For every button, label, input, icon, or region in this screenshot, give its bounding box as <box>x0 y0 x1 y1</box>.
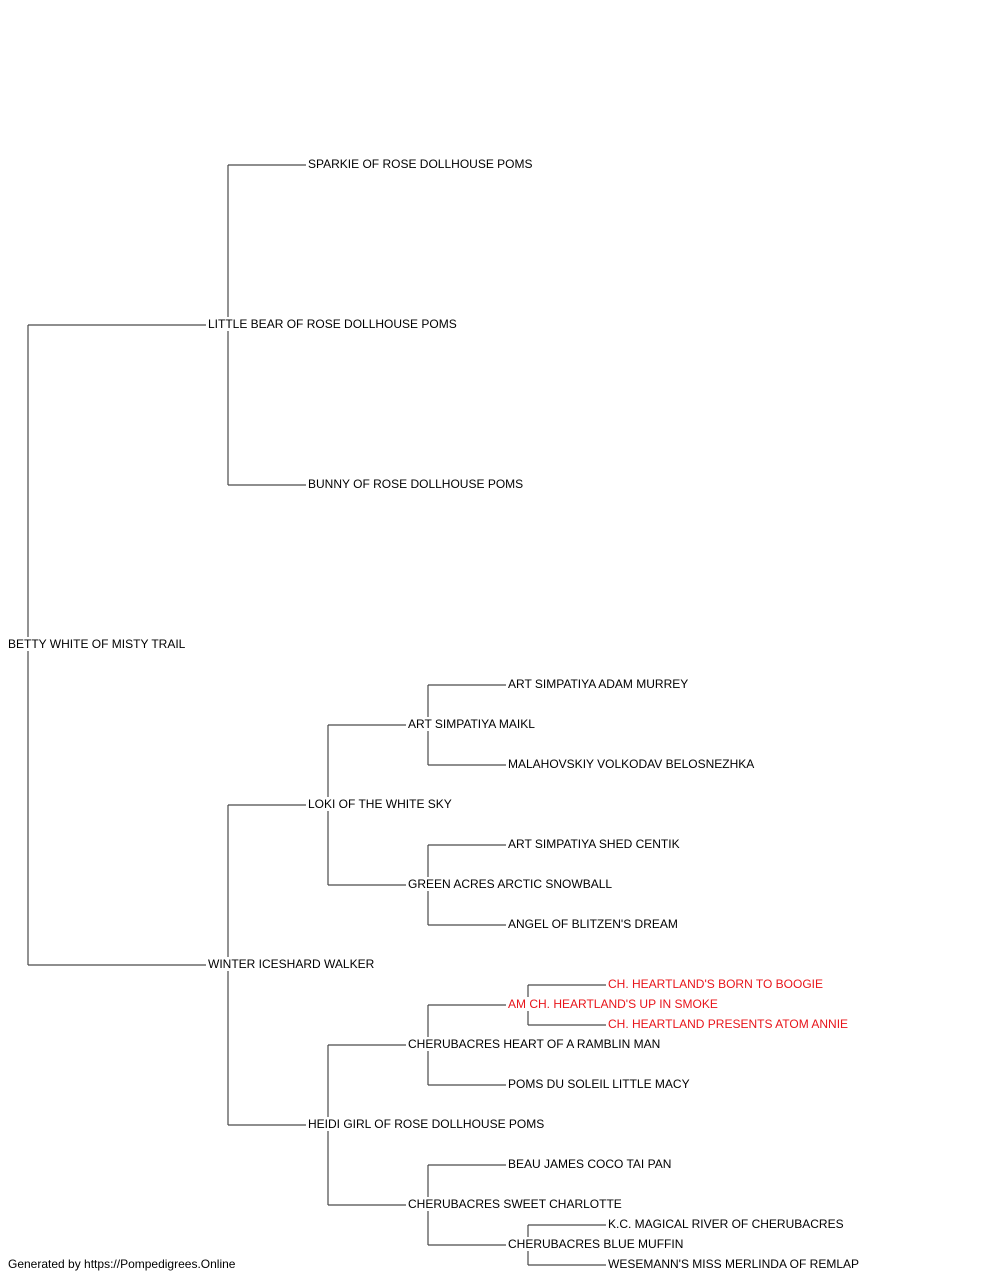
dam-dam-dam-dam-dam-name: WESEMANN'S MISS MERLINDA OF REMLAP <box>608 1257 859 1271</box>
dam-sire-dam-name: GREEN ACRES ARCTIC SNOWBALL <box>408 877 613 891</box>
sire-dam-name: BUNNY OF ROSE DOLLHOUSE POMS <box>308 477 524 491</box>
sire-name: LITTLE BEAR OF ROSE DOLLHOUSE POMS <box>208 317 457 331</box>
dam-dam-sire-name: CHERUBACRES HEART OF A RAMBLIN MAN <box>408 1037 661 1051</box>
dam-dam-dam-dam-sire-name: K.C. MAGICAL RIVER OF CHERUBACRES <box>608 1217 844 1231</box>
dam-dam-sire-dam-name: POMS DU SOLEIL LITTLE MACY <box>508 1077 690 1091</box>
dam-dam-sire-sire-dam-name: CH. HEARTLAND PRESENTS ATOM ANNIE <box>608 1017 849 1031</box>
dam-sire-name: LOKI OF THE WHITE SKY <box>308 797 452 811</box>
subject-name: BETTY WHITE OF MISTY TRAIL <box>8 637 186 651</box>
dam-dam-dam-sire-name: BEAU JAMES COCO TAI PAN <box>508 1157 672 1171</box>
dam-dam-dam-dam-name: CHERUBACRES BLUE MUFFIN <box>508 1237 684 1251</box>
dam-sire-sire-dam-name: MALAHOVSKIY VOLKODAV BELOSNEZHKA <box>508 757 755 771</box>
dam-sire-dam-sire-name: ART SIMPATIYA SHED CENTIK <box>508 837 680 851</box>
dam-dam-dam-name: CHERUBACRES SWEET CHARLOTTE <box>408 1197 622 1211</box>
dam-dam-sire-sire-name: AM CH. HEARTLAND'S UP IN SMOKE <box>508 997 718 1011</box>
dam-dam-sire-sire-sire-name: CH. HEARTLAND'S BORN TO BOOGIE <box>608 977 824 991</box>
dam-sire-sire-name: ART SIMPATIYA MAIKL <box>408 717 535 731</box>
dam-sire-sire-sire-name: ART SIMPATIYA ADAM MURREY <box>508 677 689 691</box>
dam-dam-name: HEIDI GIRL OF ROSE DOLLHOUSE POMS <box>308 1117 545 1131</box>
dam-name: WINTER ICESHARD WALKER <box>208 957 375 971</box>
dam-sire-dam-dam-name: ANGEL OF BLITZEN'S DREAM <box>508 917 678 931</box>
sire-sire-name: SPARKIE OF ROSE DOLLHOUSE POMS <box>308 157 533 171</box>
footer-credit: Generated by https://Pompedigrees.Online <box>8 1257 236 1271</box>
